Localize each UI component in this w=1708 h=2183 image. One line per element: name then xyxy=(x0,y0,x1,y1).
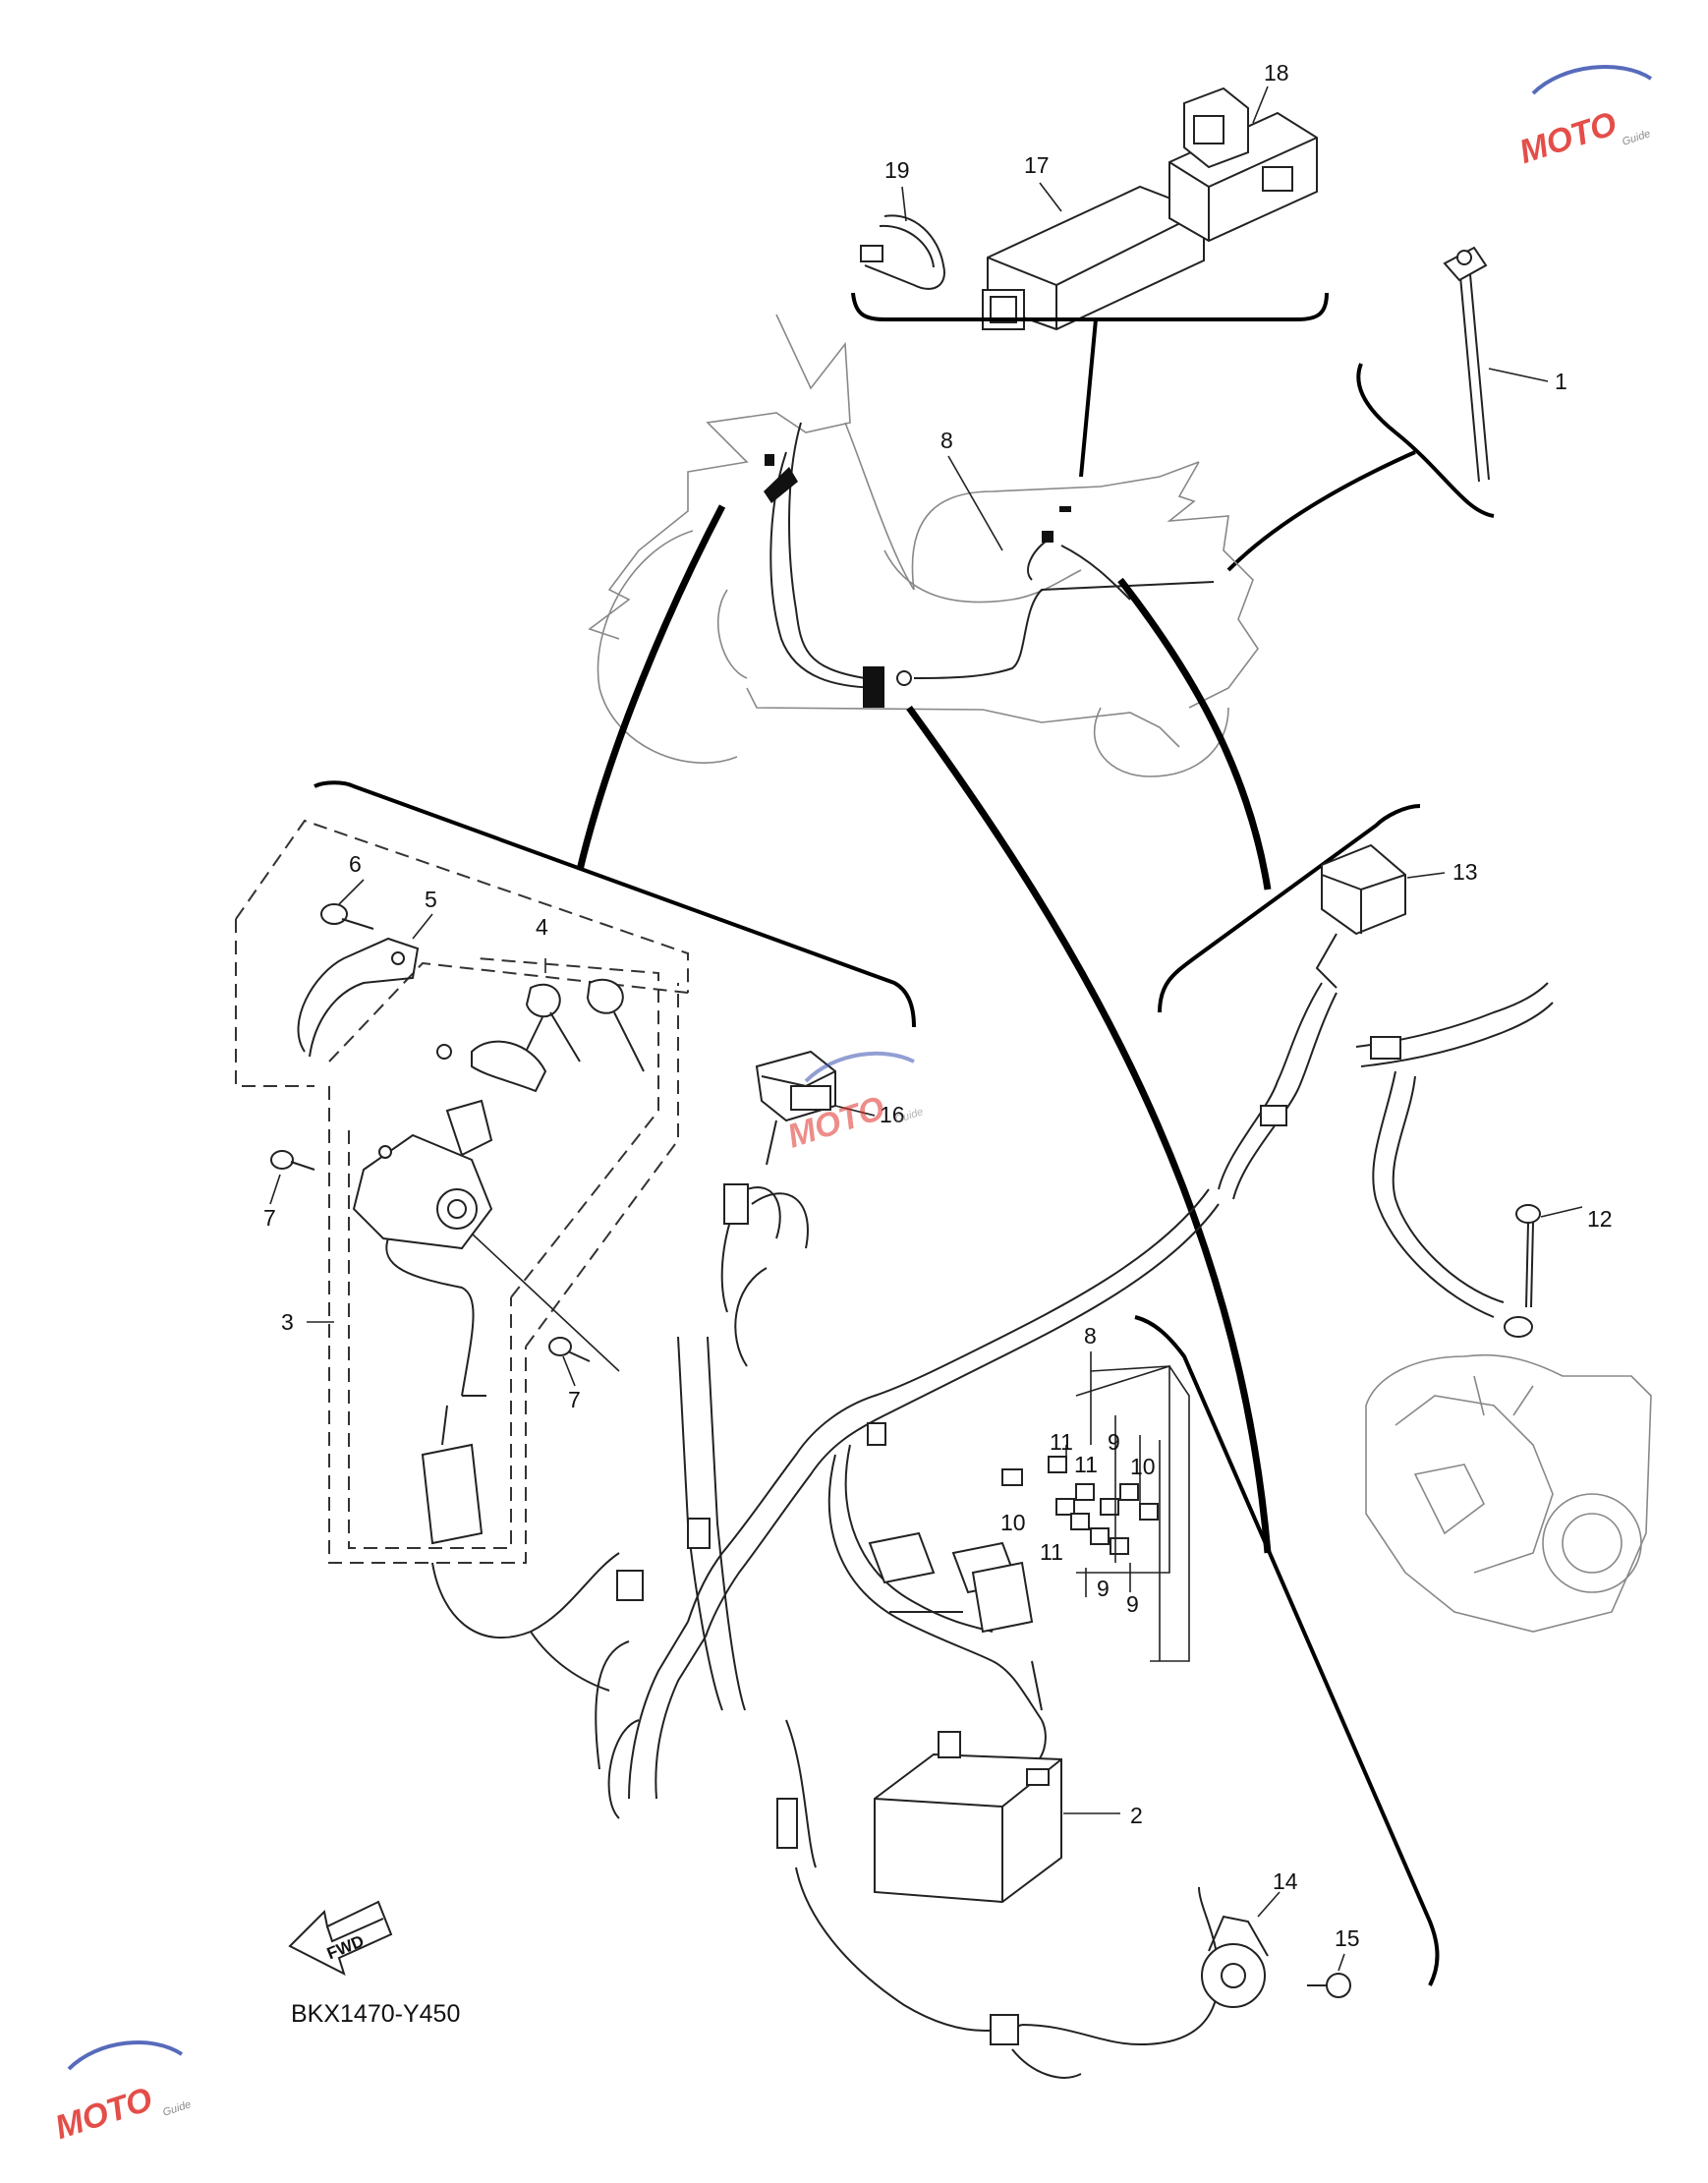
callout-13: 13 xyxy=(1452,859,1478,885)
part-4-key-set xyxy=(436,978,645,1093)
part-15-nut xyxy=(1307,1953,1351,1998)
callout-1: 1 xyxy=(1555,369,1567,394)
callout-8b: 8 xyxy=(1084,1323,1097,1349)
arc-to-left-group xyxy=(576,504,726,871)
watermark-bottom-left: MOTO Guide xyxy=(51,2040,193,2147)
part-17-control-unit xyxy=(982,185,1205,331)
arc-to-right-group xyxy=(1117,577,1272,890)
dashed-box-left xyxy=(235,819,689,1564)
callout-15: 15 xyxy=(1335,1925,1360,1951)
svg-text:Guide: Guide xyxy=(1621,128,1652,147)
callout-18: 18 xyxy=(1264,60,1289,86)
callout-5: 5 xyxy=(425,887,437,912)
callout-11c: 11 xyxy=(1040,1539,1063,1565)
callout-9b: 9 xyxy=(1097,1576,1110,1601)
part-1-cable-tie xyxy=(1443,246,1490,483)
callout-labels: 1 2 3 4 5 6 7 7 8 8 9 9 9 10 10 11 11 11… xyxy=(263,60,1613,1951)
bracket-top-group xyxy=(851,292,1329,321)
callout-16: 16 xyxy=(880,1102,905,1127)
part-5-bracket xyxy=(297,937,420,1058)
callout-3: 3 xyxy=(281,1309,294,1335)
diagram-code: BKX1470-Y450 xyxy=(291,2000,460,2028)
svg-text:MOTO: MOTO xyxy=(1515,105,1622,171)
arc-to-lower-group xyxy=(906,705,1272,1554)
callout-10a: 10 xyxy=(1130,1454,1156,1479)
callout-12: 12 xyxy=(1587,1206,1613,1232)
bracket-part-1 xyxy=(1356,363,1495,518)
callout-4: 4 xyxy=(536,914,548,940)
callout-11b: 11 xyxy=(1074,1452,1098,1477)
callout-leaders xyxy=(269,86,1549,1387)
callout-14: 14 xyxy=(1273,1868,1298,1894)
callout-10b: 10 xyxy=(1000,1510,1026,1535)
part-8-fuse-leaders xyxy=(1065,1351,1161,1661)
callout-9a: 9 xyxy=(1108,1429,1120,1455)
part-19-cable-tie xyxy=(860,214,945,290)
svg-text:MOTO: MOTO xyxy=(51,2081,157,2147)
wire-harness-connectors xyxy=(616,1183,1034,2045)
bracket-part-1-stem xyxy=(1226,450,1416,572)
callout-9c: 9 xyxy=(1126,1591,1139,1617)
motorcycle-outline xyxy=(588,314,1259,777)
watermark-top-right: MOTO Guide xyxy=(1515,65,1653,171)
callout-19: 19 xyxy=(884,157,910,183)
callout-11a: 11 xyxy=(1050,1429,1073,1455)
engine-outline xyxy=(1365,1353,1652,1633)
part-13-coupler xyxy=(1315,843,1446,989)
bracket-top-stem xyxy=(1079,318,1098,478)
part-12-bolt xyxy=(1504,1204,1583,1338)
bracket-left-group xyxy=(313,780,916,1028)
right-harness xyxy=(1218,982,1554,1318)
part-18-relay xyxy=(1168,86,1318,243)
svg-text:Guide: Guide xyxy=(161,2098,193,2118)
part-16-relay xyxy=(755,1050,876,1166)
part-7-screws xyxy=(270,1150,591,1362)
callout-2: 2 xyxy=(1130,1803,1143,1828)
callout-6: 6 xyxy=(349,851,362,877)
part-8-fuse-box-fuses xyxy=(1001,1456,1159,1555)
part-14-horn xyxy=(1201,1891,1281,2008)
bracket-right-group xyxy=(1158,804,1421,1013)
bracket-lower-center xyxy=(1134,1315,1440,1986)
callout-8a: 8 xyxy=(940,428,953,453)
wire-harness-main xyxy=(431,1186,1221,2079)
fuse-group-frame xyxy=(1075,1364,1170,1574)
main-harness-routing xyxy=(764,422,1215,708)
callout-17: 17 xyxy=(1024,152,1050,178)
part-2-battery xyxy=(874,1731,1120,1904)
callout-7b: 7 xyxy=(568,1387,581,1412)
fuse-group-frame-lines xyxy=(1090,1365,1190,1662)
part-3-main-switch xyxy=(352,1099,493,1545)
leader-3-diag xyxy=(471,1233,620,1372)
part-6-bolt xyxy=(320,903,374,930)
fwd-arrow: FWD xyxy=(288,1900,393,1976)
callout-7a: 7 xyxy=(263,1205,276,1231)
